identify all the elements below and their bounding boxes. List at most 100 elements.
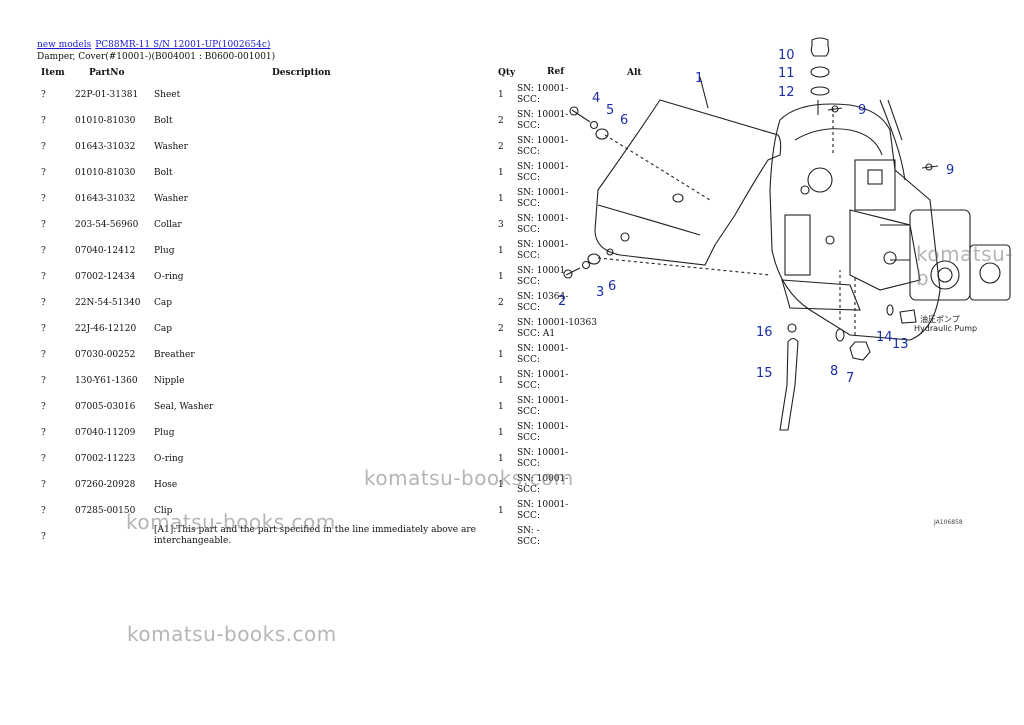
cell-qty: 2: [498, 116, 504, 126]
cell-ref: SN: 10364-SCC:: [517, 290, 627, 316]
ref-sn: SN: 10364-: [517, 292, 569, 302]
column-header-alt: Alt: [627, 67, 642, 78]
callout-9b: 9: [946, 163, 954, 178]
callout-4: 4: [592, 91, 600, 106]
cell-qty: 2: [498, 142, 504, 152]
cell-ref: SN: 10001-SCC:: [517, 264, 627, 290]
cell-item: ?: [41, 506, 46, 516]
callout-14: 14: [876, 330, 893, 345]
cell-qty: 1: [498, 506, 504, 516]
ref-sn: SN: 10001-: [517, 474, 569, 484]
ref-scc: SCC:: [517, 199, 540, 209]
ref-sn: SN: 10001-: [517, 110, 569, 120]
ref-scc: SCC:: [517, 355, 540, 365]
ref-scc: SCC:: [517, 95, 540, 105]
cell-partno: 01643-31032: [75, 194, 136, 204]
ref-scc: SCC:: [517, 277, 540, 287]
cell-ref: SN: 10001-SCC:: [517, 134, 627, 160]
ref-sn: SN: 10001-: [517, 370, 569, 380]
cell-qty: 1: [498, 194, 504, 204]
cell-qty: 1: [498, 246, 504, 256]
cell-description: Clip: [154, 506, 173, 516]
cell-description: Washer: [154, 194, 188, 204]
cell-ref: SN: 10001-SCC:: [517, 368, 627, 394]
parts-table: Item PartNo Description Qty Ref Alt ?22P…: [33, 65, 667, 550]
table-row-note: ?[A1]:This part and the part specified i…: [33, 524, 667, 550]
cell-description: Plug: [154, 246, 175, 256]
ref-sn: SN: 10001-: [517, 448, 569, 458]
callout-13: 13: [892, 337, 909, 352]
cell-item: ?: [41, 142, 46, 152]
ref-scc: SCC:: [517, 537, 540, 547]
cell-partno: 22N-54-51340: [75, 298, 141, 308]
breadcrumb-link-model[interactable]: PC88MR-11 S/N 12001-UP(1002654c): [95, 40, 271, 50]
ref-scc: SCC:: [517, 147, 540, 157]
cell-qty: 2: [498, 324, 504, 334]
ref-scc: SCC:: [517, 407, 540, 417]
cell-qty: 1: [498, 402, 504, 412]
cell-partno: 07002-12434: [75, 272, 136, 282]
breadcrumb-link-new-models[interactable]: new models: [37, 40, 92, 50]
sheet-part-shape: [594, 99, 782, 266]
column-header-ref: Ref: [547, 67, 565, 77]
callout-11: 11: [778, 66, 795, 81]
cell-ref: SN: 10001-SCC:: [517, 82, 627, 108]
callout-6a: 6: [620, 113, 628, 128]
cell-item: ?: [41, 428, 46, 438]
ref-scc: SCC:: [517, 433, 540, 443]
ref-scc: SCC: A1: [517, 329, 556, 339]
callout-7: 7: [846, 371, 854, 386]
cell-partno: 07040-11209: [75, 428, 136, 438]
cell-item: ?: [41, 168, 46, 178]
callout-5: 5: [606, 103, 614, 118]
cell-description: Cap: [154, 298, 173, 308]
pump-label-en: Hydraulic Pump: [914, 324, 977, 333]
page-subtitle: Damper, Cover(#10001-)(B004001 : B0600-0…: [37, 52, 276, 62]
callout-3: 3: [596, 285, 604, 300]
ref-sn: SN: 10001-10363: [517, 318, 597, 328]
callout-1: 1: [695, 71, 703, 86]
cell-description: Bolt: [154, 168, 173, 178]
callout-9a: 9: [858, 103, 866, 118]
cell-qty: 1: [498, 272, 504, 282]
cell-partno: 07030-00252: [75, 350, 136, 360]
cell-qty: 1: [498, 376, 504, 386]
ref-sn: SN: 10001-: [517, 500, 569, 510]
cell-partno: 07005-03016: [75, 402, 136, 412]
cell-qty: 2: [498, 298, 504, 308]
ref-sn: SN: 10001-: [517, 344, 569, 354]
ref-sn: SN: 10001-: [517, 188, 569, 198]
cell-qty: 1: [498, 350, 504, 360]
cell-partno: 22J-46-12120: [75, 324, 137, 334]
pump-label-jp: 油圧ポンプ: [920, 314, 960, 324]
cell-item: ?: [41, 480, 46, 490]
cell-description: Cap: [154, 324, 173, 334]
ref-sn: SN: 10001-: [517, 422, 569, 432]
cell-ref: SN: 10001-SCC:: [517, 498, 627, 524]
ref-scc: SCC:: [517, 511, 540, 521]
callout-10: 10: [778, 48, 795, 63]
parts-diagram: 1 2 3 4 5 6 6 7 8 9 9 10 11 12 13 14 15 …: [558, 37, 1011, 526]
ref-sn: SN: 10001-: [517, 84, 569, 94]
cell-item: ?: [41, 272, 46, 282]
cell-ref: SN: 10001-SCC:: [517, 238, 627, 264]
ref-scc: SCC:: [517, 459, 540, 469]
cell-ref: SN: 10001-SCC:: [517, 186, 627, 212]
ref-sn: SN: 10001-: [517, 214, 569, 224]
ref-scc: SCC:: [517, 225, 540, 235]
cell-description: Plug: [154, 428, 175, 438]
cell-partno: 01010-81030: [75, 116, 136, 126]
